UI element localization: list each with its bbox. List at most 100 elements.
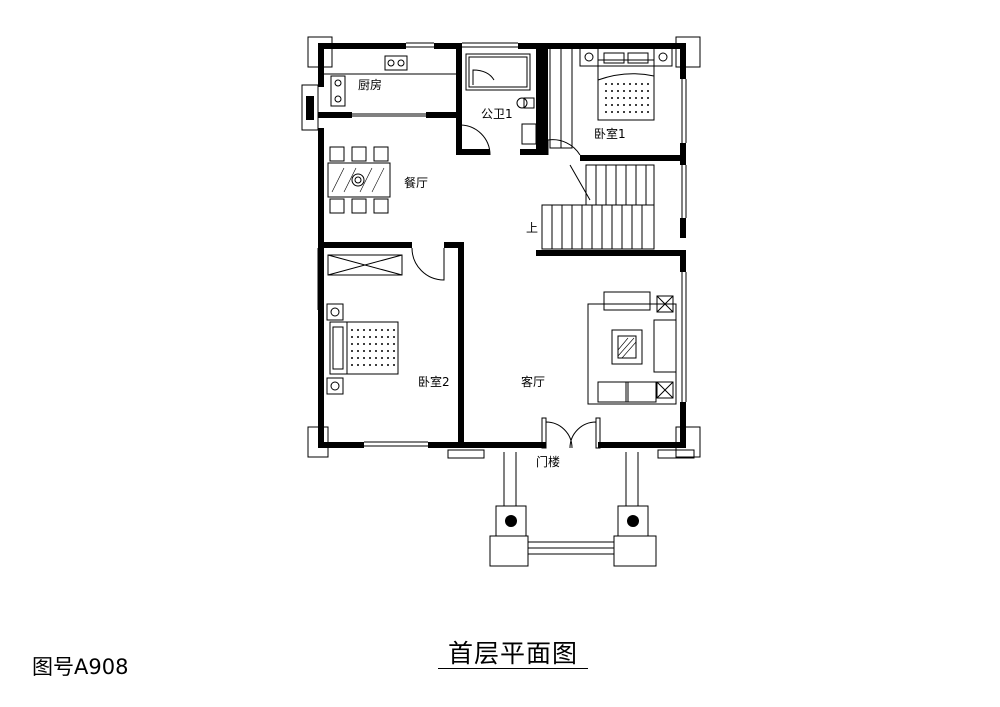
bed-dot bbox=[629, 111, 631, 113]
windows bbox=[317, 42, 687, 447]
bed-dot bbox=[369, 336, 371, 338]
bed-dot bbox=[605, 83, 607, 85]
bed-dot bbox=[393, 343, 395, 345]
bed-dot bbox=[357, 343, 359, 345]
bed-dot bbox=[393, 357, 395, 359]
living: 客厅 bbox=[521, 291, 677, 405]
bed-dot bbox=[363, 350, 365, 352]
dining-label: 餐厅 bbox=[404, 175, 428, 190]
porch-label: 门楼 bbox=[536, 454, 560, 469]
bedroom1: 卧室1 bbox=[547, 47, 673, 156]
bed-dot bbox=[357, 329, 359, 331]
bed-dot bbox=[363, 364, 365, 366]
bed-dot bbox=[629, 90, 631, 92]
bed-dot bbox=[635, 111, 637, 113]
bed-dot bbox=[357, 357, 359, 359]
stair-treads bbox=[551, 165, 647, 249]
bed-dot bbox=[617, 111, 619, 113]
exterior-walls bbox=[318, 43, 686, 448]
bed-dot bbox=[629, 97, 631, 99]
bed-dot bbox=[611, 111, 613, 113]
bed-dot bbox=[363, 336, 365, 338]
bed-dot bbox=[351, 343, 353, 345]
bed-dot bbox=[629, 83, 631, 85]
bed-dot bbox=[623, 104, 625, 106]
bed-dot bbox=[393, 350, 395, 352]
bedroom2: 卧室2 bbox=[326, 247, 450, 395]
bed-dot bbox=[375, 357, 377, 359]
bed-dot bbox=[369, 364, 371, 366]
bed-dot bbox=[635, 83, 637, 85]
bed-dot bbox=[623, 90, 625, 92]
bedroom1-label: 卧室1 bbox=[594, 126, 626, 141]
bed-dot bbox=[605, 104, 607, 106]
bed-dot bbox=[387, 350, 389, 352]
bed-dot bbox=[357, 364, 359, 366]
bed-dot bbox=[381, 364, 383, 366]
living-label: 客厅 bbox=[521, 374, 545, 389]
bed-dot bbox=[641, 111, 643, 113]
bed-dot bbox=[605, 97, 607, 99]
bed-dot bbox=[375, 329, 377, 331]
bed-dot bbox=[369, 343, 371, 345]
bed-dot bbox=[369, 350, 371, 352]
bed-dot bbox=[629, 104, 631, 106]
bed-dot bbox=[369, 357, 371, 359]
bed-dot bbox=[351, 350, 353, 352]
bed-dot bbox=[641, 97, 643, 99]
bed-dot bbox=[381, 343, 383, 345]
title-underline bbox=[438, 668, 588, 669]
bed-dot bbox=[387, 336, 389, 338]
bed-dot bbox=[357, 350, 359, 352]
entrance: 门楼 bbox=[536, 417, 601, 469]
bed-dot bbox=[381, 357, 383, 359]
bed-dot bbox=[357, 336, 359, 338]
kitchen-label: 厨房 bbox=[358, 77, 382, 92]
bed-dot bbox=[393, 329, 395, 331]
bathroom-label: 公卫1 bbox=[481, 107, 513, 121]
bed-dot bbox=[351, 357, 353, 359]
bed-dot bbox=[611, 97, 613, 99]
bed-dot bbox=[351, 336, 353, 338]
bed-dot bbox=[641, 83, 643, 85]
bed-dot bbox=[351, 329, 353, 331]
bed-dot bbox=[635, 104, 637, 106]
bed-dot bbox=[375, 350, 377, 352]
bed-dot bbox=[375, 343, 377, 345]
bed-dot bbox=[381, 336, 383, 338]
bed-dot bbox=[617, 83, 619, 85]
interior-walls bbox=[318, 43, 686, 448]
bed-dot bbox=[363, 357, 365, 359]
stair-up-label: 上 bbox=[526, 221, 538, 235]
bed-dot bbox=[647, 83, 649, 85]
bed-dot bbox=[375, 336, 377, 338]
dining: 餐厅 bbox=[327, 146, 428, 214]
bed-dot bbox=[369, 329, 371, 331]
bed-dot bbox=[381, 329, 383, 331]
bed-dot bbox=[623, 97, 625, 99]
bed-dot bbox=[387, 329, 389, 331]
bed-dot bbox=[605, 111, 607, 113]
kitchen: 厨房 bbox=[324, 55, 456, 117]
stair: 上 bbox=[526, 164, 655, 250]
bed-dot bbox=[635, 97, 637, 99]
bed-dot bbox=[623, 83, 625, 85]
bed-dot bbox=[641, 104, 643, 106]
bed-dot bbox=[387, 364, 389, 366]
bed-dot bbox=[611, 90, 613, 92]
bed1-dots bbox=[605, 83, 649, 113]
bed-dot bbox=[617, 90, 619, 92]
bed-dot bbox=[641, 90, 643, 92]
bed-dot bbox=[611, 104, 613, 106]
bed2-dots bbox=[351, 329, 395, 366]
bed-dot bbox=[381, 350, 383, 352]
bed-dot bbox=[387, 343, 389, 345]
drawing-id: 图号A908 bbox=[32, 655, 129, 679]
bed-dot bbox=[387, 357, 389, 359]
bed-dot bbox=[647, 90, 649, 92]
bed-dot bbox=[393, 364, 395, 366]
bed-dot bbox=[375, 364, 377, 366]
bed-dot bbox=[351, 364, 353, 366]
bed-dot bbox=[611, 83, 613, 85]
